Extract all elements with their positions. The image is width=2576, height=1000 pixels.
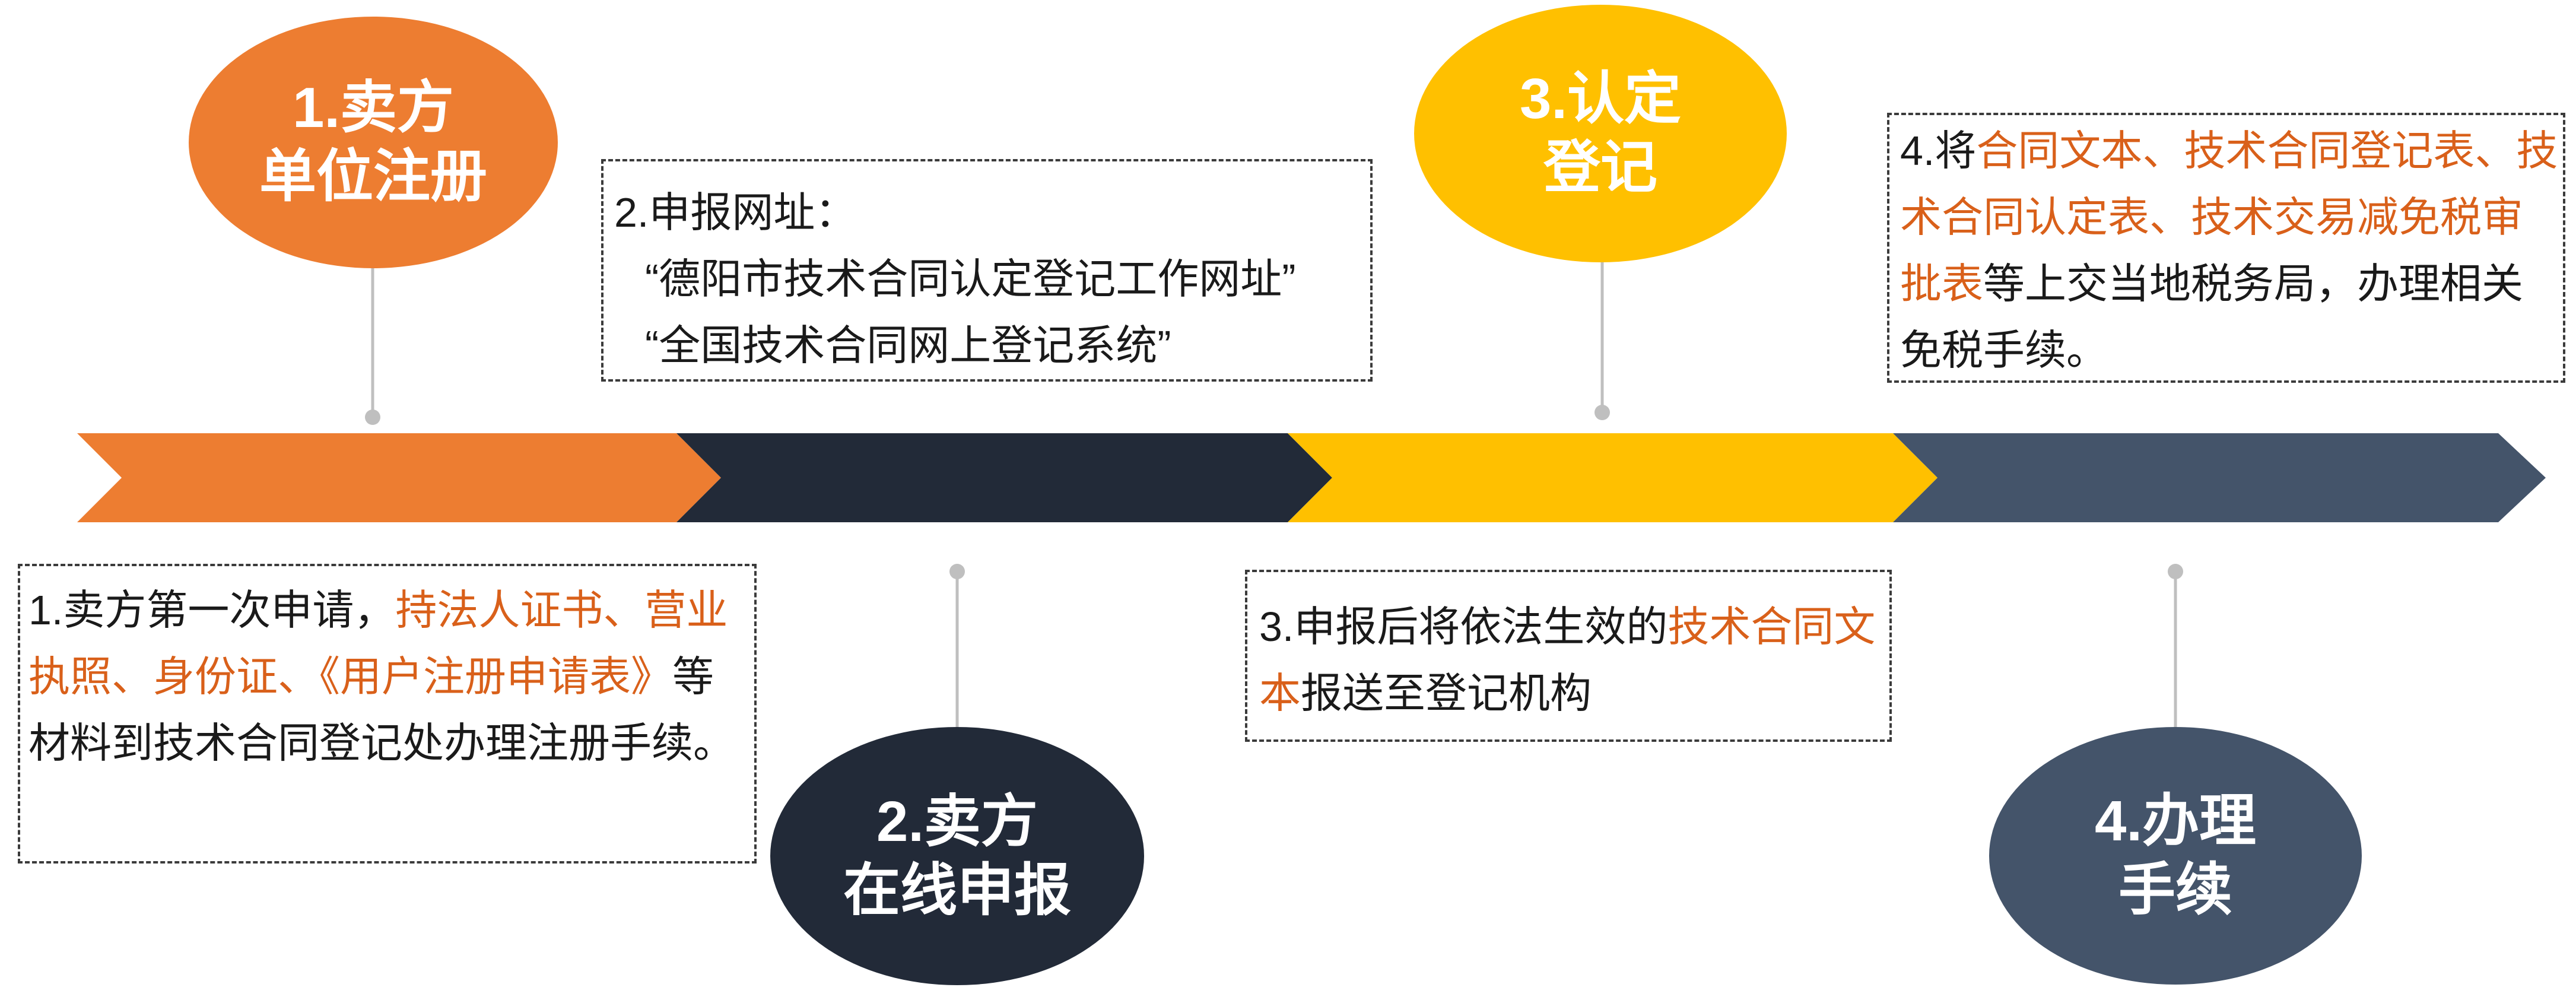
note-4-text-b: 等上交当地税务局，办理相关免税手续。	[1900, 261, 2523, 373]
note-4-text-a: 4.将	[1900, 128, 1977, 174]
note-2-heading: 2.申报网址：	[614, 189, 857, 236]
note-4-highlight: 合同文本、技术合同登记表、技术合同认定表、技术交易减免税审批表	[1900, 128, 2558, 307]
step-1-label: 1.卖方 单位注册	[259, 76, 487, 208]
step-2-label: 2.卖方 在线申报	[843, 789, 1071, 922]
note-box-step-1: 1.卖方第一次申请，持法人证书、营业执照、身份证、《用户注册申请表》等材料到技术…	[18, 564, 757, 864]
step-3-circle: 3.认定 登记	[1414, 5, 1787, 262]
arrow-segment-1	[77, 433, 721, 522]
step-1-circle: 1.卖方 单位注册	[189, 17, 558, 268]
arrow-segment-4	[1893, 433, 2546, 522]
connector-dot-1	[365, 409, 380, 425]
arrow-segment-2	[676, 433, 1332, 522]
connector-dot-3	[1594, 405, 1610, 420]
note-3-highlight: 技术合同文本	[1259, 604, 1876, 716]
arrow-band	[77, 433, 2546, 522]
note-3-text-b: 报送至登记机构	[1301, 670, 1592, 716]
connector-dot-2	[949, 564, 965, 579]
step-4-circle: 4.办理 手续	[1989, 727, 2362, 985]
note-box-step-3: 3.申报后将依法生效的技术合同文本报送至登记机构	[1245, 570, 1892, 742]
arrow-segment-3	[1288, 433, 1937, 522]
note-3-text-a: 3.申报后将依法生效的	[1259, 604, 1668, 650]
connector-dots	[365, 405, 2183, 579]
step-2-circle: 2.卖方 在线申报	[770, 727, 1144, 985]
connector-dot-4	[2168, 564, 2183, 579]
note-1-text-b: 等材料到技术合同登记处办理注册手续。	[28, 653, 735, 766]
note-2-site-2: “全国技术合同网上登记系统”	[645, 322, 1171, 369]
note-2-site-1: “德阳市技术合同认定登记工作网址”	[645, 256, 1296, 302]
note-1-highlight: 持法人证书、营业执照、身份证、《用户注册申请表》	[28, 587, 728, 700]
note-box-step-4: 4.将合同文本、技术合同登记表、技术合同认定表、技术交易减免税审批表等上交当地税…	[1887, 113, 2565, 383]
step-4-label: 4.办理 手续	[2094, 789, 2257, 922]
note-1-text-a: 1.卖方第一次申请，	[28, 587, 396, 633]
step-3-label: 3.认定 登记	[1519, 67, 1682, 199]
note-box-step-2: 2.申报网址： “德阳市技术合同认定登记工作网址” “全国技术合同网上登记系统”	[601, 159, 1373, 382]
